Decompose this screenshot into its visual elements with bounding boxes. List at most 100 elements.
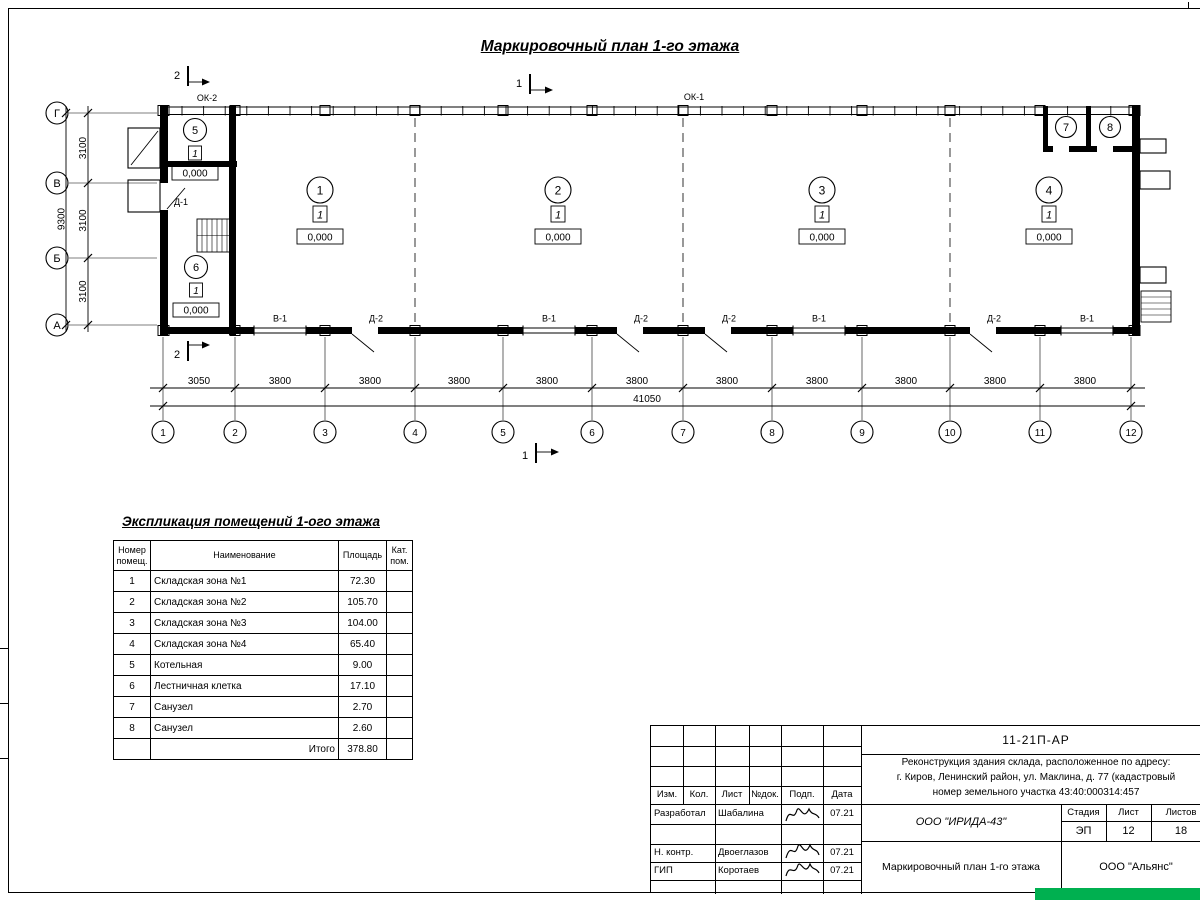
dim-value: 3800 [626,376,649,387]
dim-value: 3800 [1074,376,1097,387]
drawing-frame [8,8,1200,893]
bottom-window [1060,325,1114,336]
explication-table: Номер помещ. Наименование Площадь Кат. п… [113,540,413,760]
dim-value: 3100 [78,209,89,232]
bottom-door [969,325,996,353]
color-bar [1035,888,1200,900]
total-row: Итого 378.80 [113,738,413,760]
project-desc-line3: номер земельного участка 43:40:000314:45… [932,787,1140,798]
title-block: Изм. Кол. Лист №док. Подп. Дата Разработ… [650,725,1200,894]
table-row: 4 Складская зона №4 65.40 [113,633,413,655]
zone-marker: 4 1 0,000 [1025,176,1073,245]
col-header-name: Наименование [150,540,339,571]
table-row: 7 Санузел 2.70 [113,696,413,718]
zone-marker: 1 1 0,000 [296,176,344,245]
exterior-stairs-icon [1140,290,1172,323]
opening-label: В-1 [812,314,826,324]
rev-col-data: Дата [831,789,853,800]
project-desc-line1: Реконструкция здания склада, расположенн… [901,757,1171,768]
type-mark-box [550,205,566,223]
interior-wall [160,161,237,167]
axis-label: 4 [412,428,418,439]
total-label: Итого [150,738,339,760]
axis-label: 9 [859,428,865,439]
signer-name: Коротаев [718,865,760,876]
axis-label: А [53,320,61,332]
type-mark: 1 [1046,210,1052,222]
bottom-window [792,325,846,336]
frame-tick [0,703,8,704]
rev-col-list: Лист [721,789,743,800]
rev-col-kol: Кол. [689,789,709,800]
room-marker-wc-left: 7 [1054,115,1078,139]
axis-label: 6 [589,428,595,439]
type-mark-box [1041,205,1057,223]
type-mark: 1 [317,210,323,222]
elevation-box [534,228,582,245]
signer-date: 07.21 [830,808,854,819]
dim-value: 3800 [448,376,471,387]
room-marker-wc-right: 8 [1098,115,1122,139]
dim-total: 41050 [633,394,661,405]
signer-date: 07.21 [830,847,854,858]
axis-label: Б [53,253,60,265]
room-marker-staircase: 6 1 0,000 [172,254,220,318]
table-row: 1 Складская зона №1 72.30 [113,570,413,592]
sheet-number: 12 [1122,825,1135,837]
zone-marker: 2 1 0,000 [534,176,582,245]
bottom-axis-bubbles: 1 2 3 4 5 6 7 8 9 10 11 12 [151,420,1143,444]
bottom-door [616,325,643,353]
opening-label: Д-2 [987,314,1001,324]
type-mark: 1 [819,210,825,222]
room-number: 7 [1063,122,1069,134]
table-header-row: Номер помещ. Наименование Площадь Кат. п… [113,540,413,571]
type-mark-box [312,205,328,223]
axis-label: 1 [160,428,166,439]
dim-value: 3800 [536,376,559,387]
elevation-box [171,165,219,181]
page-title: Маркировочный план 1-го этажа [480,38,740,55]
table-row: 8 Санузел 2.60 [113,717,413,739]
interior-wall [229,106,236,335]
sheet-header: Лист [1118,807,1139,818]
bottom-window [522,325,576,336]
signature [785,807,820,822]
project-desc-line2: г. Киров, Ленинский район, ул. Маклина, … [896,772,1176,783]
opening-label: Д-2 [634,314,648,324]
col-header-num: Номер помещ. [113,540,151,571]
dimension-ticks [158,383,1136,393]
zone-number: 1 [317,184,324,198]
bottom-door [351,325,378,353]
explication-title: Экспликация помещений 1-ого этажа [122,514,380,529]
dim-value: 3100 [78,280,89,303]
col-header-area: Площадь [338,540,387,571]
zone-number: 2 [555,184,562,198]
wc-door-gap [1097,145,1113,153]
dim-value: 3800 [806,376,829,387]
bottom-opening-labels: В-1 Д-2 В-1 Д-2 Д-2 В-1 Д-2 В-1 [273,314,1094,324]
room-number: 5 [192,125,198,137]
right-wall [1132,106,1140,336]
elevation-box [798,228,846,245]
type-mark: 1 [192,149,198,160]
elevation-value: 0,000 [1036,233,1061,244]
dim-value: 3800 [269,376,292,387]
window-label-ok2: ОК-2 [197,93,217,103]
stage-header: Стадия [1067,807,1100,818]
total-value: 378.80 [338,738,387,760]
elevation-value: 0,000 [809,233,834,244]
type-mark-box [814,205,830,223]
column-piers [157,105,1141,336]
axis-label: 10 [944,428,956,439]
sheets-header: Листов [1165,807,1197,818]
bottom-dimensions: 3050 3800 3800 3800 3800 3800 3800 3800 … [150,337,1145,420]
sheet-title-cell: Маркировочный план 1-го этажа [882,861,1040,873]
stage-value: ЭП [1075,825,1092,837]
room-number: 8 [1107,122,1113,134]
dim-value: 3800 [359,376,382,387]
door-label-d1: Д-1 [174,197,188,207]
axis-label: 2 [232,428,238,439]
type-mark-box [189,282,203,298]
door-d1 [166,187,186,210]
